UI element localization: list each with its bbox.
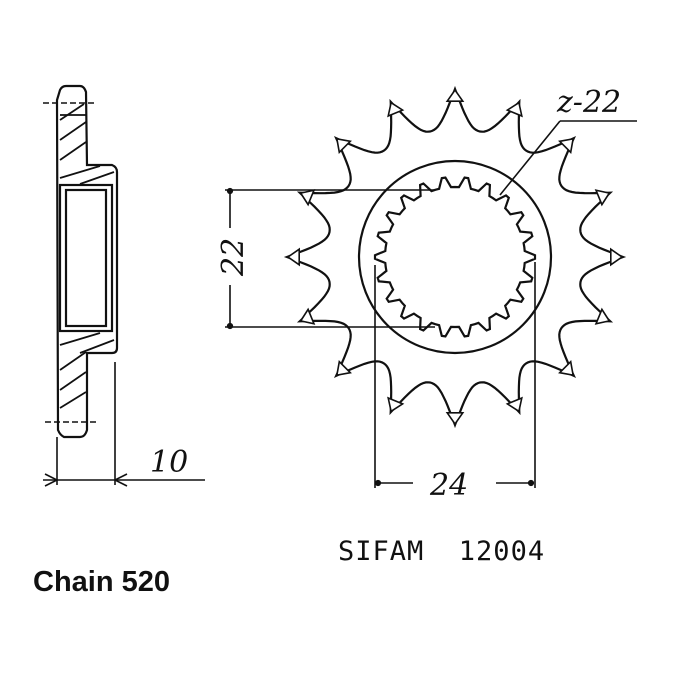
profile-outline — [55, 84, 119, 439]
bore-width-dimension: 24 — [429, 468, 468, 503]
part-number: SIFAM 12004 — [338, 536, 545, 567]
tooth-tip — [335, 360, 352, 377]
hub-circle — [357, 159, 553, 355]
tooth-tip — [335, 137, 352, 154]
tooth-tip — [594, 307, 611, 325]
tooth-tip — [286, 247, 300, 267]
tooth-tip — [299, 307, 316, 325]
chain-label: Chain 520 — [33, 566, 170, 598]
spline-bore — [373, 176, 537, 338]
tooth-tip — [445, 412, 465, 426]
bore-rect — [58, 183, 114, 333]
spline-label: z-22 — [556, 85, 621, 120]
tooth-tip — [558, 360, 575, 377]
tooth-tip — [505, 396, 523, 413]
thickness-dimension: 10 — [150, 445, 188, 480]
tooth-tip — [387, 396, 405, 413]
tooth-tip — [387, 101, 405, 118]
sprocket-front: 22 24 z-22 — [216, 85, 637, 503]
hatching — [59, 103, 115, 409]
side-profile: 10 — [43, 84, 205, 487]
tooth-tip — [558, 137, 575, 154]
brand-label: SIFAM — [338, 536, 425, 567]
tooth-tip — [505, 101, 523, 118]
tooth-tips — [286, 88, 624, 426]
part-number-value: 12004 — [458, 536, 546, 567]
tooth-tip — [445, 88, 465, 102]
tooth-tip — [610, 247, 624, 267]
bore-height-dimension: 22 — [216, 238, 251, 277]
bore-inner-rect — [64, 188, 108, 328]
tooth-tip — [594, 189, 611, 207]
tooth-tip — [299, 189, 316, 207]
